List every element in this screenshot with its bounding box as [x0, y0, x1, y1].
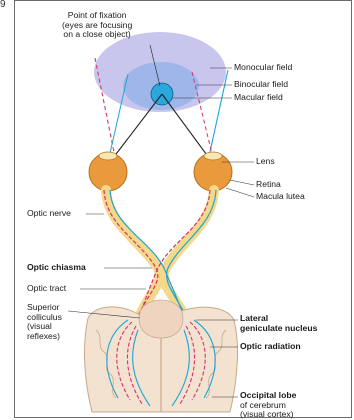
leader-macula — [226, 188, 254, 197]
label-occipital-lobe: Occipital lobe of cerebrum (visual corte… — [240, 391, 296, 420]
leader-retina — [230, 180, 254, 185]
label-monocular-field: Monocular field — [234, 63, 292, 73]
label-optic-nerve: Optic nerve — [27, 209, 71, 219]
label-fixation: Point of fixation (eyes are focusing on … — [62, 11, 132, 40]
label-macular-field: Macular field — [234, 93, 283, 103]
left-eye-lens — [99, 152, 117, 160]
label-macula-lutea: Macula lutea — [256, 192, 305, 202]
label-superior-colliculus: Superior colliculus (visual reflexes) — [27, 303, 62, 341]
label-colliculus-line4: reflexes) — [27, 332, 62, 342]
label-lens: Lens — [256, 157, 275, 167]
label-fixation-line3: on a close object) — [62, 30, 132, 40]
label-retina: Retina — [256, 180, 281, 190]
brainstem — [139, 300, 183, 338]
label-lateral-geniculate: Lateral geniculate nucleus — [240, 314, 317, 333]
label-binocular-field: Binocular field — [234, 80, 288, 90]
label-geniculate-line2: geniculate nucleus — [240, 324, 317, 334]
right-optic-nerve — [164, 190, 214, 315]
label-optic-chiasma: Optic chiasma — [27, 263, 86, 273]
label-occipital-line3: (visual cortex) — [240, 410, 296, 420]
left-optic-nerve — [106, 190, 160, 315]
label-optic-tract: Optic tract — [27, 284, 66, 294]
right-eye-lens — [204, 152, 222, 160]
label-optic-radiation: Optic radiation — [240, 342, 301, 352]
